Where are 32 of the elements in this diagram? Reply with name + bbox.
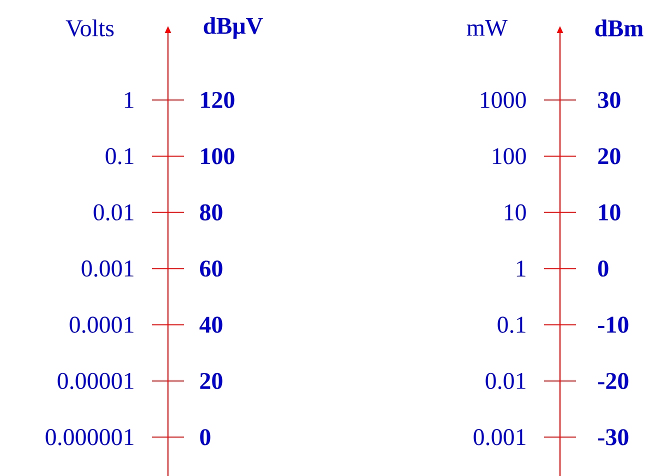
scale-value: 20 <box>200 372 222 390</box>
scale-value: 10 <box>599 204 620 220</box>
scale-value: 100 <box>201 148 234 164</box>
scale-value: 80 <box>200 204 222 220</box>
scale-value: -10 <box>598 316 628 333</box>
scale-value: 120 <box>201 92 234 108</box>
scale-value: 40 <box>200 316 222 333</box>
scale-value: 0.1 <box>498 316 526 333</box>
scale-value: 1000 <box>480 92 526 108</box>
scale-value: 1 <box>124 92 134 108</box>
scale-value: 0 <box>200 429 210 446</box>
scale-value: 0.01 <box>94 204 134 221</box>
axis-title: Volts <box>66 19 114 36</box>
scale-value: 1 <box>516 260 526 276</box>
scale-value: 0.001 <box>474 429 526 446</box>
scale-value: 0.001 <box>82 260 134 277</box>
axis-title: dBμV <box>204 17 263 39</box>
scale-value: -20 <box>598 372 628 390</box>
axis-title: mW <box>466 20 508 36</box>
scale-value: 20 <box>598 148 620 164</box>
scale-value: 0.1 <box>106 148 134 164</box>
scale-value: 0 <box>598 260 608 277</box>
scale-value: 0.00001 <box>58 372 134 390</box>
axis-title: dBm <box>595 20 644 36</box>
scale-value: 0.0001 <box>70 316 134 333</box>
scale-value: 60 <box>200 260 222 277</box>
scale-value: 100 <box>492 148 526 164</box>
scale-value: 0.000001 <box>46 429 134 446</box>
scale-value: 30 <box>598 92 620 108</box>
scale-value: 0.01 <box>486 372 526 390</box>
scale-value: 10 <box>504 204 526 220</box>
scale-value: -30 <box>598 429 628 446</box>
